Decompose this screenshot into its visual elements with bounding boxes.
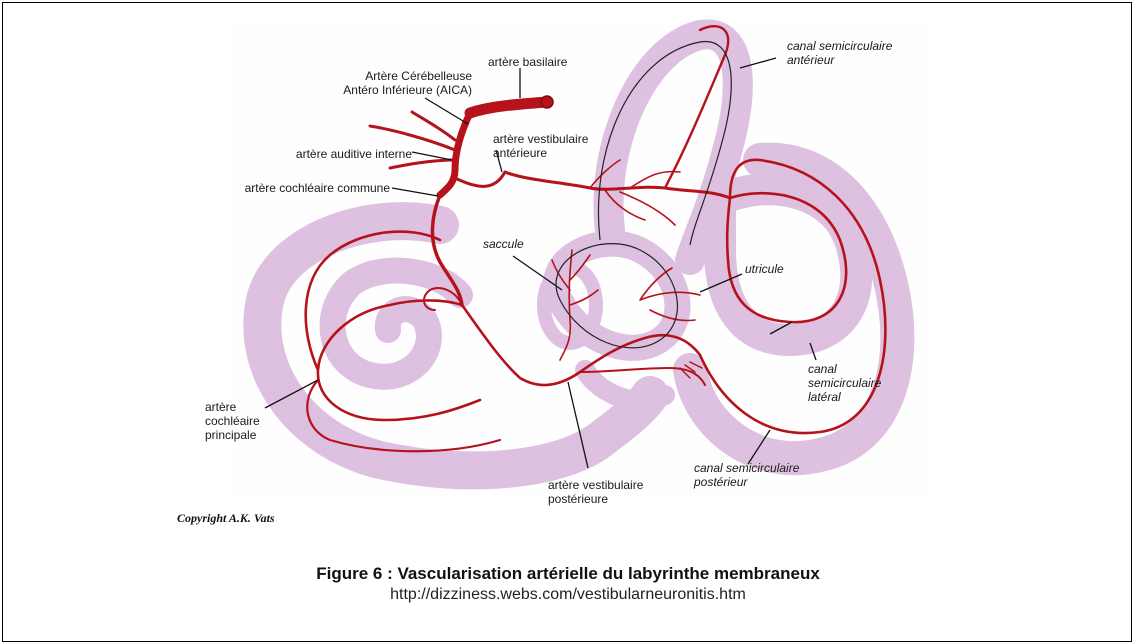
label-basilar-artery: artère basilaire — [488, 55, 567, 69]
label-saccule: saccule — [483, 237, 524, 251]
label-lateral-canal-2: semicirculaire — [808, 376, 881, 390]
label-internal-auditory-artery: artère auditive interne — [250, 147, 412, 161]
figure-caption: Figure 6 : Vascularisation artérielle du… — [0, 564, 1136, 584]
label-utricule: utricule — [745, 262, 784, 276]
basilar-artery-end — [541, 96, 553, 108]
label-lateral-canal-3: latéral — [808, 390, 841, 404]
label-anterior-canal-2: antérieur — [787, 53, 834, 67]
label-main-cochlear-artery-3: principale — [205, 428, 256, 442]
labyrinth-diagram — [0, 0, 1136, 616]
copyright-notice: Copyright A.K. Vats — [177, 511, 275, 526]
label-lateral-canal-1: canal — [808, 362, 837, 376]
label-main-cochlear-artery-2: cochléaire — [205, 414, 260, 428]
label-main-cochlear-artery-1: artère — [205, 400, 236, 414]
label-anterior-canal-1: canal semicirculaire — [787, 39, 892, 53]
label-posterior-canal-2: postérieur — [694, 475, 747, 489]
label-posterior-vestibular-artery-2: postérieure — [548, 492, 608, 506]
source-url[interactable]: http://dizziness.webs.com/vestibularneur… — [0, 586, 1136, 604]
label-posterior-canal-1: canal semicirculaire — [694, 461, 799, 475]
label-posterior-vestibular-artery-1: artère vestibulaire — [548, 478, 643, 492]
label-aica-1: Artère Cérébelleuse — [290, 69, 472, 83]
label-anterior-vestibular-artery-1: artère vestibulaire — [493, 132, 588, 146]
label-common-cochlear-artery: artère cochléaire commune — [200, 181, 390, 195]
label-anterior-vestibular-artery-2: antérieure — [493, 146, 547, 160]
label-aica-2: Antéro Inférieure (AICA) — [290, 83, 472, 97]
